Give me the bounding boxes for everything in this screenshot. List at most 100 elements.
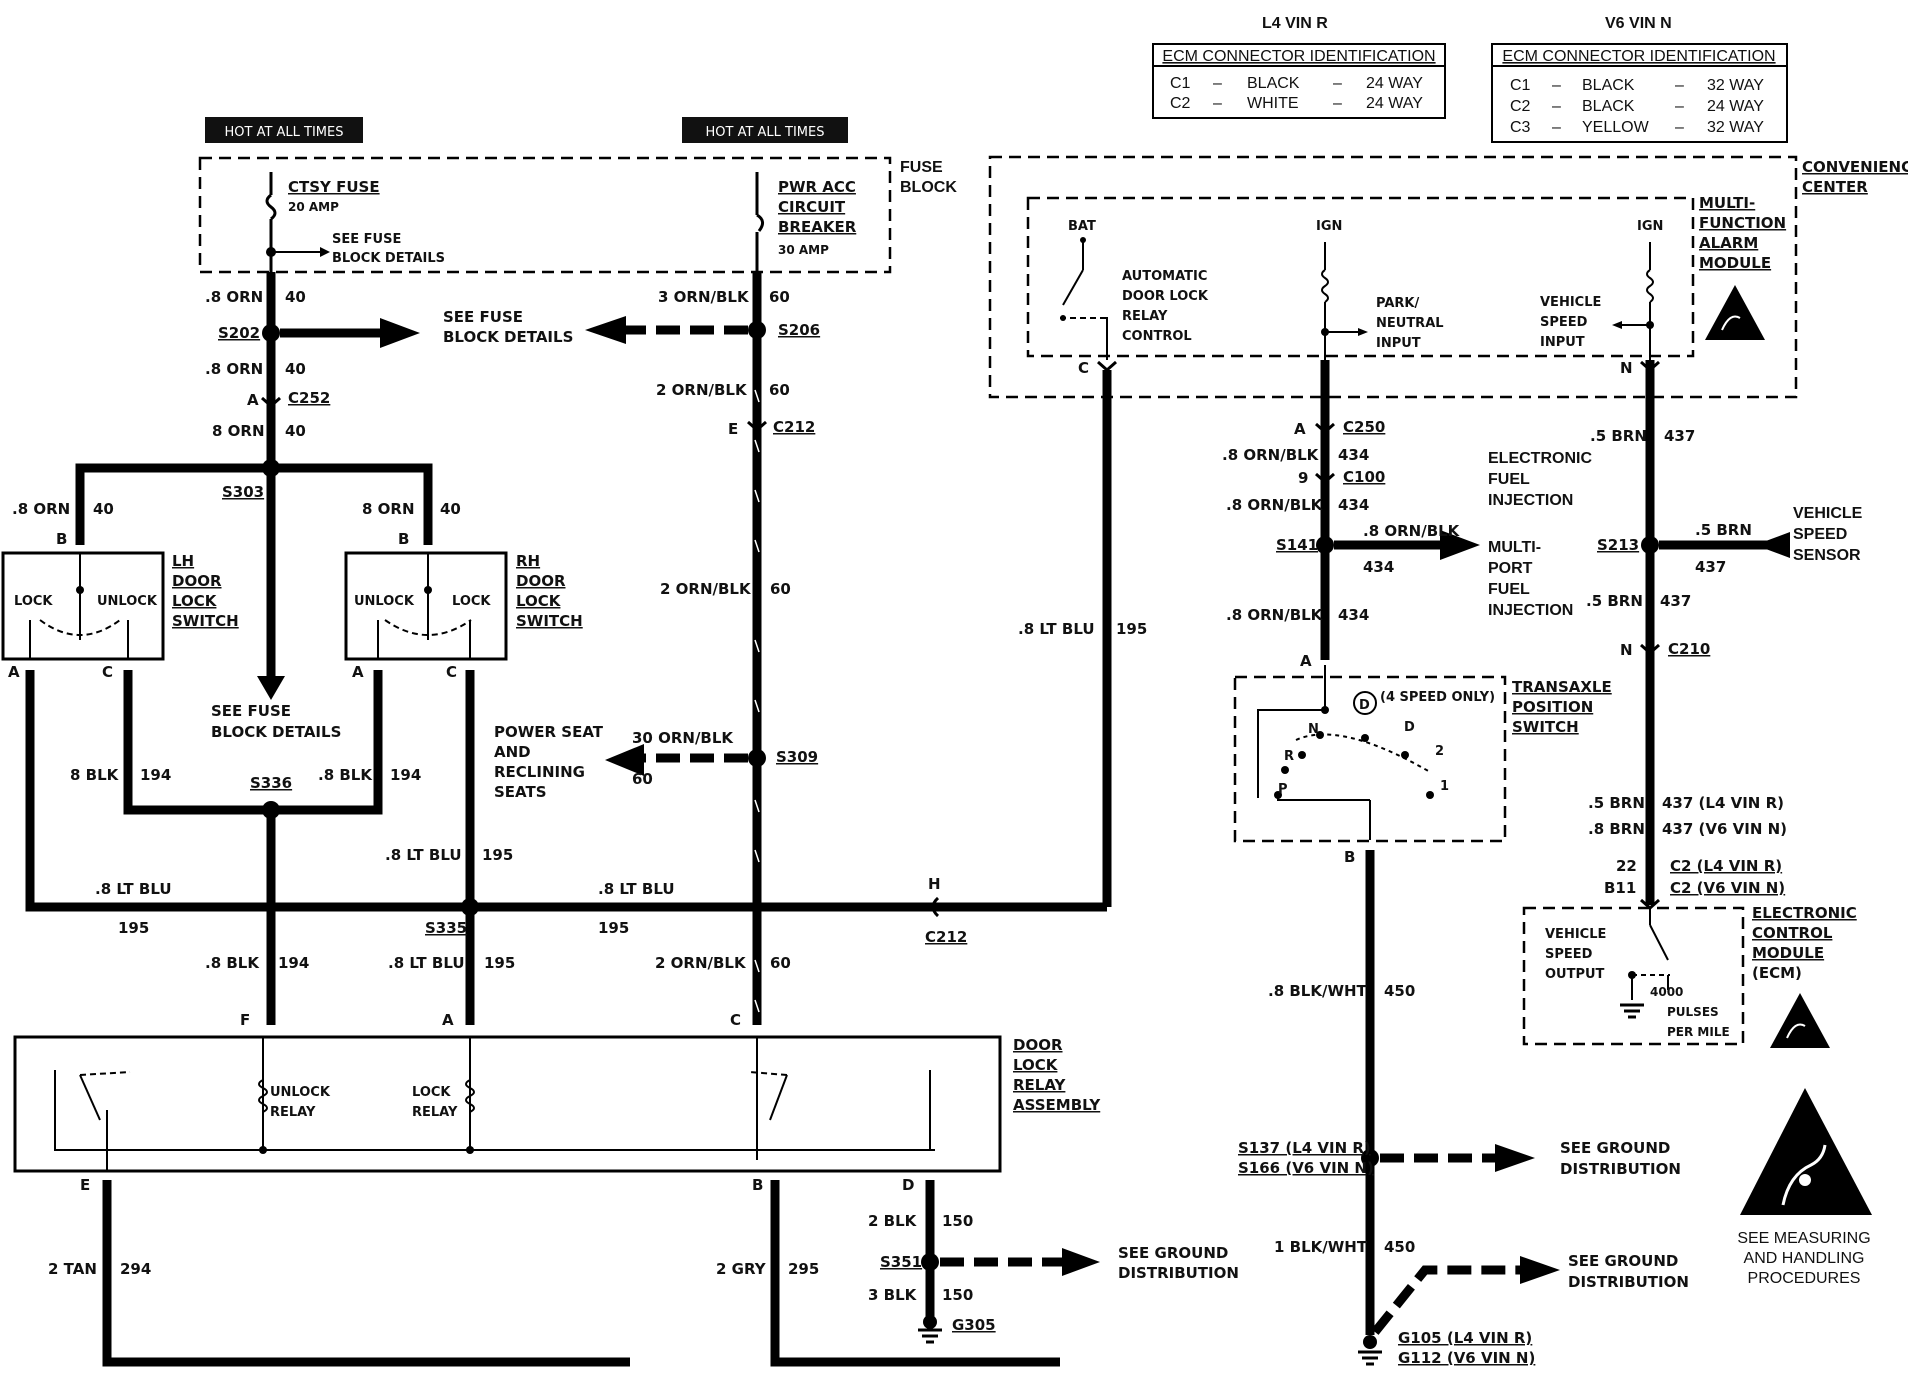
arrow-icon	[257, 676, 285, 700]
wire-label: .8 LT BLU	[388, 954, 465, 972]
circuit-num: 450	[1384, 1238, 1415, 1256]
lh-title: LH	[172, 552, 194, 570]
splice-s309	[748, 749, 766, 767]
ground-label: G112 (V6 VIN N)	[1398, 1349, 1535, 1367]
lock-label: LOCK	[14, 594, 53, 609]
arrow-icon	[1440, 530, 1480, 560]
svg-text:–: –	[1333, 95, 1342, 112]
wire-label: 2 ORN/BLK	[655, 954, 747, 972]
power-seat: POWER SEAT	[494, 723, 604, 741]
svg-text:–: –	[1552, 119, 1561, 136]
svg-text:–: –	[1333, 75, 1342, 92]
circuit-num: 294	[120, 1260, 151, 1278]
unlock-label: UNLOCK	[97, 594, 158, 609]
circuit-num: 60	[769, 381, 790, 399]
splice-s141	[1316, 536, 1334, 554]
vso-label-2: SPEED	[1545, 947, 1593, 962]
circuit-num: 434	[1338, 606, 1369, 624]
gear-2: 2	[1435, 744, 1444, 759]
esd-warning-icon	[1705, 285, 1765, 340]
cell: BLACK	[1582, 77, 1635, 94]
circuit-num: 195	[598, 919, 629, 937]
see-ground-2: DISTRIBUTION	[1118, 1264, 1239, 1282]
splice-label: S303	[222, 483, 264, 501]
circuit-num: 434	[1338, 496, 1369, 514]
wire-stripe	[754, 389, 760, 1013]
pin-label: A	[247, 391, 259, 409]
connector-icon	[261, 396, 281, 409]
pin-label: C	[446, 663, 457, 681]
wire-label: 8 ORN	[362, 500, 415, 518]
cc-title-2: CENTER	[1802, 178, 1868, 196]
park-label: PARK/	[1376, 296, 1419, 311]
connector-label: C2 (L4 VIN R)	[1670, 857, 1782, 875]
vso-label-3: OUTPUT	[1545, 967, 1605, 982]
vsi-label: VEHICLE	[1540, 295, 1601, 310]
rh-title: RH	[516, 552, 540, 570]
tps-title: TRANSAXLE	[1512, 678, 1612, 696]
cell: 32 WAY	[1707, 77, 1764, 94]
cell: WHITE	[1247, 95, 1299, 112]
gear-r: R	[1284, 749, 1294, 764]
wire-label: 2 TAN	[48, 1260, 97, 1278]
connector-icon	[931, 896, 940, 918]
wire-label: .8 ORN	[12, 500, 70, 518]
splice-label: S309	[776, 748, 818, 766]
svg-text:–: –	[1675, 77, 1684, 94]
wire-label: 30 ORN/BLK	[632, 729, 734, 747]
pin-label: C	[102, 663, 113, 681]
ecm-switch	[1620, 908, 1670, 1019]
lh-door-lock-switch: LOCK UNLOCK	[1, 551, 165, 661]
ign-label: IGN	[1316, 219, 1342, 234]
arrow-icon	[1495, 1144, 1535, 1172]
connector-icon	[1097, 360, 1117, 373]
see-fuse: SEE FUSE	[443, 308, 523, 326]
connector-label: C212	[925, 928, 967, 946]
pin-label: H	[928, 875, 941, 893]
wire-label: .5 BRN	[1588, 794, 1645, 812]
wire-label: .8 ORN	[205, 360, 263, 378]
connector-label: C210	[1668, 640, 1710, 658]
splice-s213	[1641, 536, 1659, 554]
measuring-text: SEE MEASURING	[1737, 1230, 1870, 1247]
connector-label: C2 (V6 VIN N)	[1670, 879, 1785, 897]
circuit-num: 150	[942, 1212, 973, 1230]
circuit-num: 434	[1338, 446, 1369, 464]
relay-title-3: RELAY	[1013, 1076, 1067, 1094]
ign-label: IGN	[1637, 219, 1663, 234]
door-lock-relay-assembly	[13, 1035, 1002, 1173]
efi-label-3: INJECTION	[1488, 492, 1573, 509]
circuit-num: 437	[1664, 427, 1695, 445]
rh-title-2: DOOR	[516, 572, 566, 590]
see-fuse-2: BLOCK DETAILS	[443, 328, 573, 346]
rh-door-lock-switch: UNLOCK LOCK	[344, 551, 508, 661]
ecm-title-4: (ECM)	[1752, 964, 1802, 982]
cell: 24 WAY	[1366, 75, 1423, 92]
breaker-icon	[756, 213, 764, 232]
circuit-num: 194	[140, 766, 171, 784]
ground-label: G305	[952, 1316, 996, 1334]
vsi-label-2: SPEED	[1540, 315, 1588, 330]
vss-label: VEHICLE	[1793, 505, 1863, 522]
pin-label: 22	[1616, 857, 1637, 875]
wire-label: 2 GRY	[716, 1260, 767, 1278]
unlock-relay-2: RELAY	[270, 1105, 316, 1120]
pin-label: N	[1620, 359, 1633, 377]
vss-label-2: SPEED	[1793, 526, 1847, 543]
tps-title-2: POSITION	[1512, 698, 1593, 716]
wire-label: 3 ORN/BLK	[658, 288, 750, 306]
tps-title-3: SWITCH	[1512, 718, 1579, 736]
circuit-num: 60	[632, 770, 653, 788]
cell: BLACK	[1582, 98, 1635, 115]
connector-icon	[1315, 472, 1335, 485]
pwr-rating: 30 AMP	[778, 243, 829, 257]
ecm-title-3: MODULE	[1752, 944, 1824, 962]
power-seat-3: RECLINING	[494, 763, 585, 781]
wire-label: .8 BLK	[318, 766, 373, 784]
cell: C3	[1510, 119, 1531, 136]
circuit-num: 195	[118, 919, 149, 937]
pin-label: A	[8, 663, 20, 681]
hot-text: HOT AT ALL TIMES	[224, 125, 343, 140]
circuit-num: 60	[770, 954, 791, 972]
mfam-title-2: FUNCTION	[1699, 214, 1786, 232]
